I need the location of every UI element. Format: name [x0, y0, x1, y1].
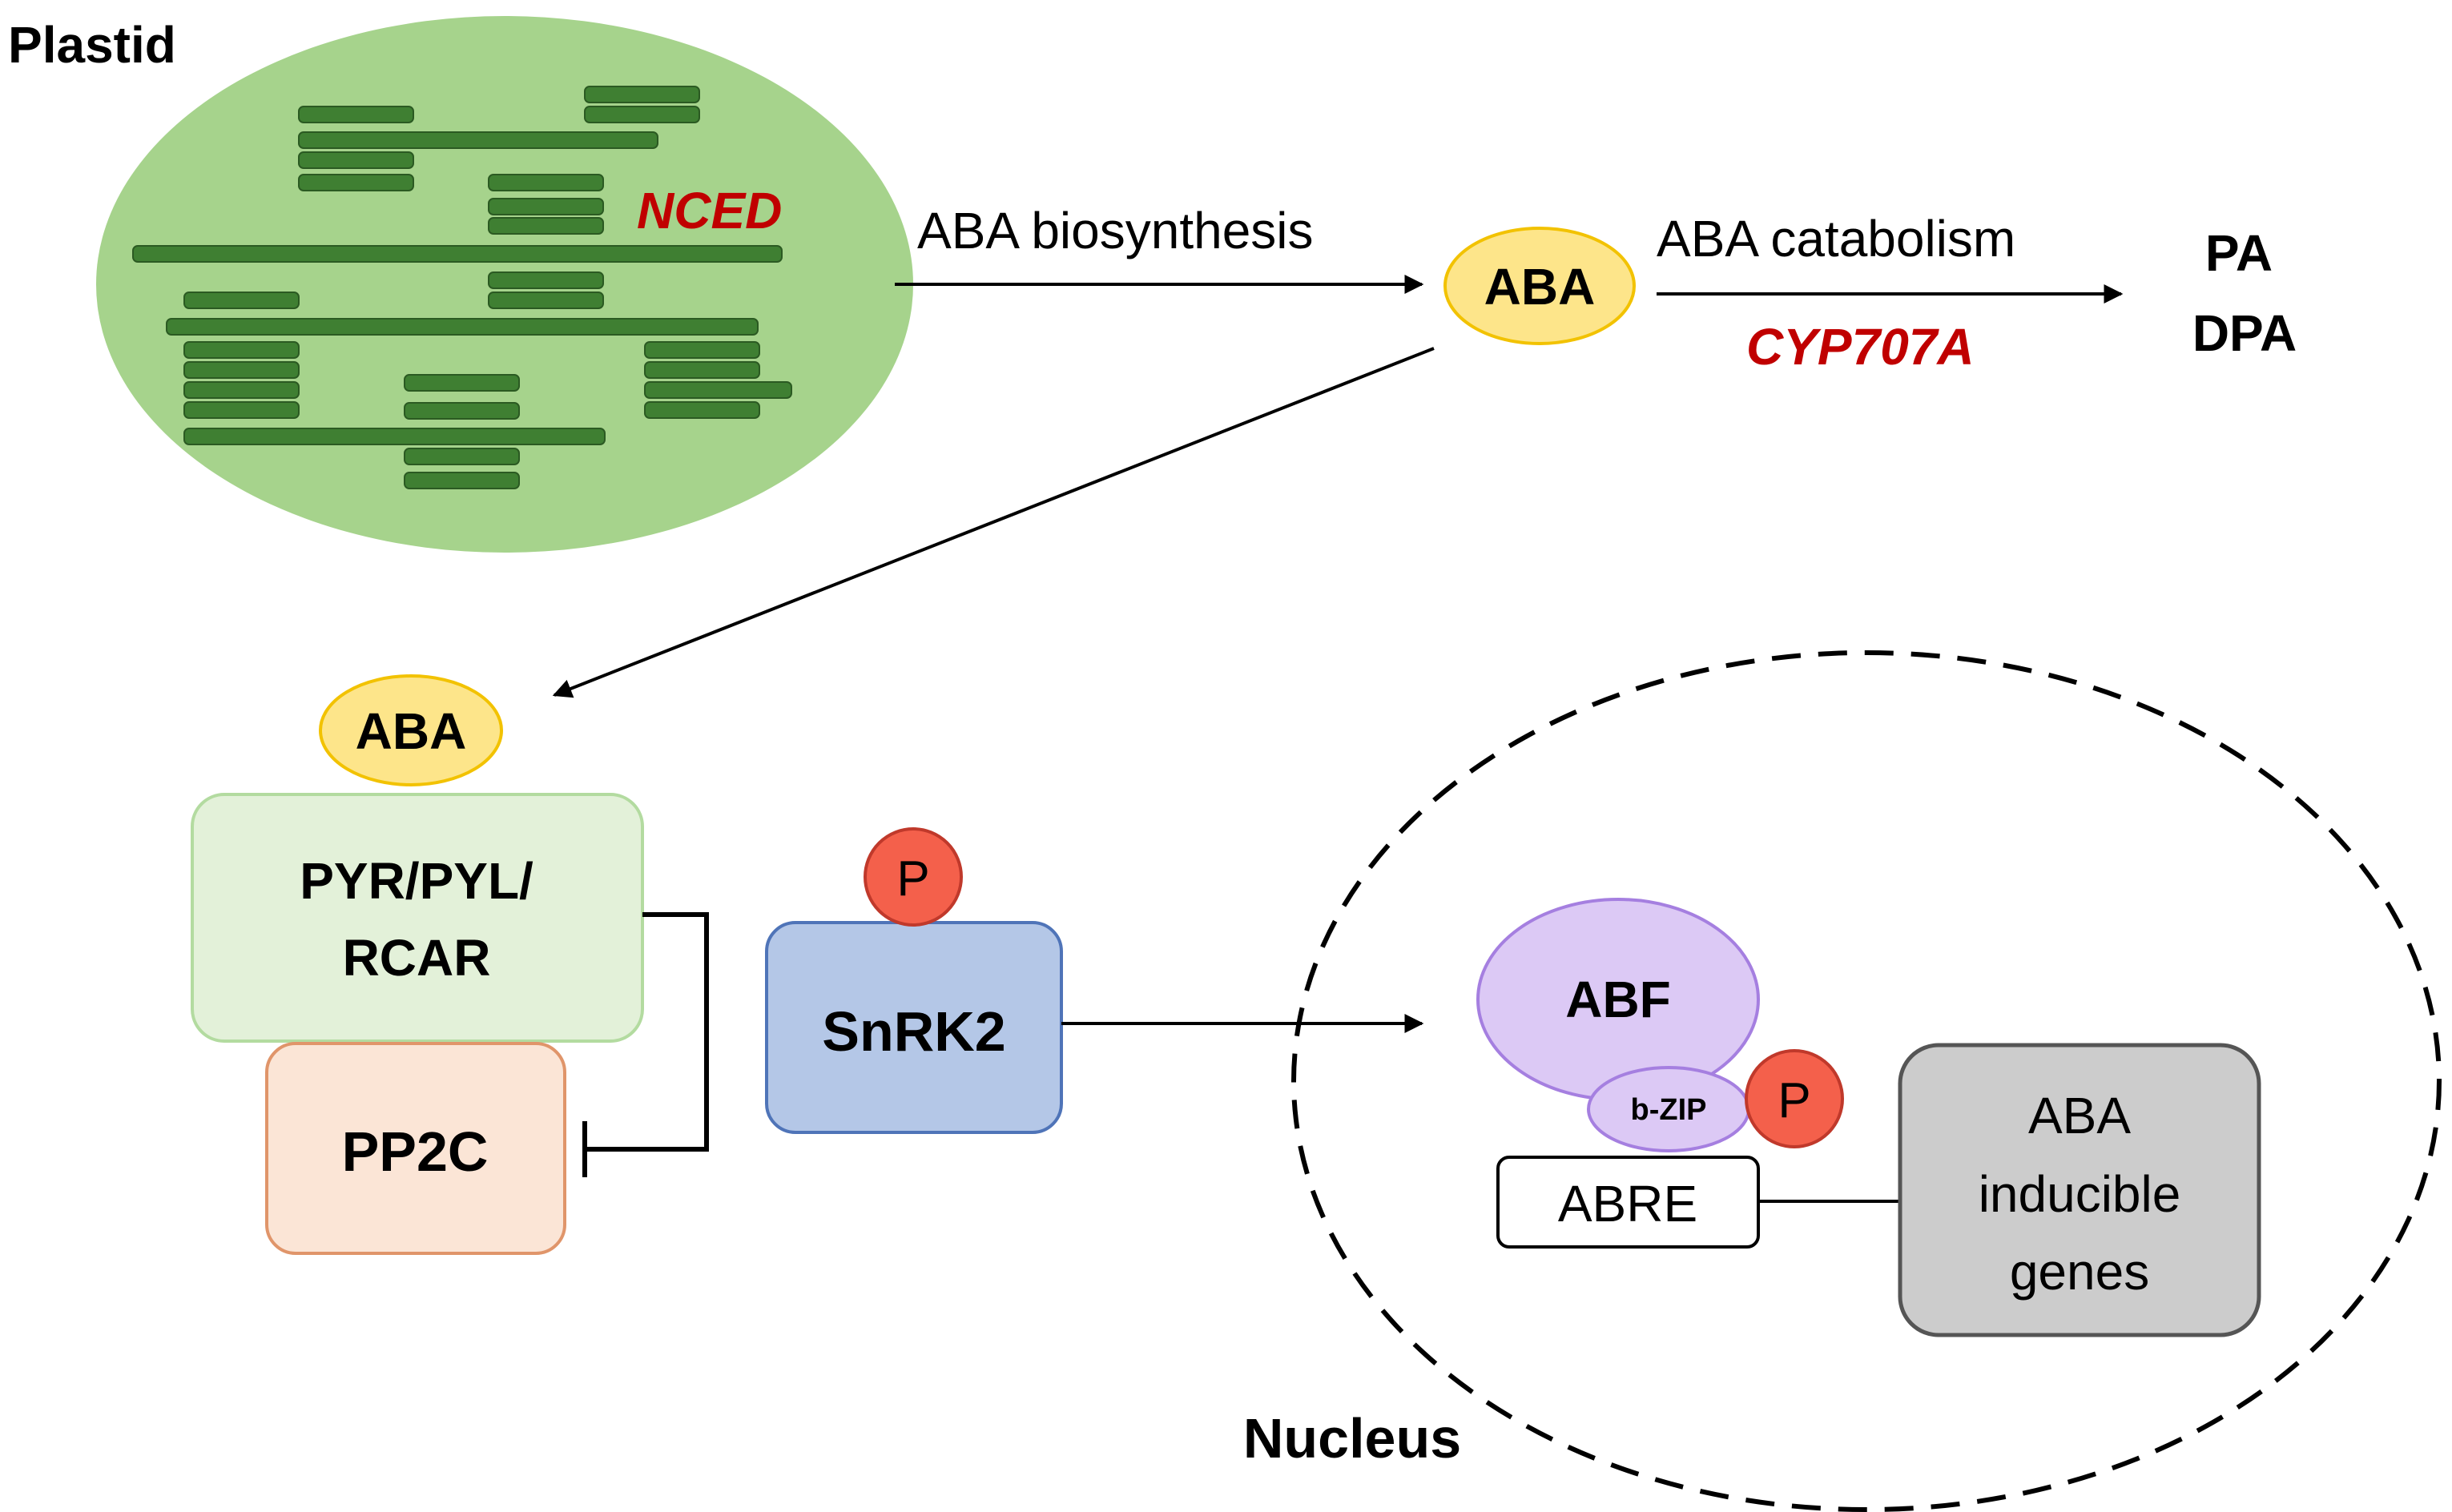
- thylakoid-membrane: [183, 401, 300, 419]
- nced-gene-label: NCED: [637, 182, 782, 239]
- thylakoid-membrane: [644, 401, 760, 419]
- thylakoid-membrane: [183, 428, 606, 445]
- snrk2-phosphate: [864, 827, 963, 927]
- genes-label-line3: genes: [2010, 1243, 2149, 1301]
- aba-biosynthesis-label: ABA biosynthesis: [917, 202, 1314, 259]
- thylakoid-membrane: [183, 292, 300, 309]
- thylakoid-membrane: [183, 381, 300, 399]
- aba-top-node: [1443, 227, 1636, 345]
- receptor-label-line2: RCAR: [343, 929, 491, 987]
- thylakoid-membrane: [488, 174, 604, 191]
- thylakoid-membrane: [183, 361, 300, 379]
- genes-label-line2: inducible: [1979, 1165, 2181, 1223]
- thylakoid-membrane: [488, 271, 604, 289]
- snrk2-label: SnRK2: [822, 1000, 1005, 1063]
- snrk2-phosphate-label: P: [896, 851, 929, 907]
- cyp707a-gene-label: CYP707A: [1746, 318, 1975, 376]
- thylakoid-membrane: [404, 448, 520, 465]
- thylakoid-membrane: [488, 217, 604, 235]
- thylakoid-membrane: [404, 402, 520, 420]
- thylakoid-membrane: [644, 381, 792, 399]
- abf-phosphate-label: P: [1778, 1073, 1810, 1128]
- thylakoid-membrane: [584, 106, 700, 123]
- aba-inducible-genes-box: [1898, 1043, 2261, 1337]
- abre-label: ABRE: [1558, 1175, 1697, 1233]
- receptor-label-line1: PYR/PYL/: [300, 852, 533, 910]
- dpa-product-label: DPA: [2192, 304, 2297, 362]
- thylakoid-stacks: [132, 86, 792, 489]
- thylakoid-membrane: [166, 318, 759, 336]
- aba-top-label: ABA: [1484, 258, 1596, 316]
- genes-label-line1: ABA: [2028, 1087, 2131, 1144]
- thylakoid-membrane: [488, 198, 604, 215]
- abf-phosphate: [1745, 1049, 1844, 1148]
- pp2c-label: PP2C: [342, 1120, 489, 1183]
- aba-receptor-label: ABA: [356, 702, 467, 760]
- thylakoid-membrane: [298, 174, 414, 191]
- plastid-label: Plastid: [8, 16, 176, 74]
- pp2c-box: [265, 1042, 566, 1255]
- receptor-box: [191, 793, 644, 1043]
- thylakoid-membrane: [404, 374, 520, 392]
- aba-receptor-node: [319, 674, 503, 786]
- nucleus-label: Nucleus: [1243, 1407, 1461, 1470]
- thylakoid-membrane: [298, 151, 414, 169]
- abf-label: ABF: [1565, 971, 1671, 1028]
- thylakoid-membrane: [644, 361, 760, 379]
- bzip-label: b-ZIP: [1631, 1093, 1707, 1127]
- thylakoid-membrane: [488, 292, 604, 309]
- inhibition-connector: [585, 912, 709, 1152]
- thylakoid-membrane: [183, 341, 300, 359]
- thylakoid-membrane: [644, 341, 760, 359]
- thylakoid-membrane: [584, 86, 700, 103]
- thylakoid-membrane: [298, 131, 658, 149]
- aba-catabolism-label: ABA catabolism: [1657, 210, 2015, 267]
- thylakoid-membrane: [404, 472, 520, 489]
- nucleus-membrane: [1291, 650, 2442, 1512]
- thylakoid-membrane: [298, 106, 414, 123]
- thylakoid-membrane: [132, 245, 783, 263]
- pa-product-label: PA: [2205, 224, 2273, 282]
- aba-to-receptor-arrow: [552, 347, 1435, 698]
